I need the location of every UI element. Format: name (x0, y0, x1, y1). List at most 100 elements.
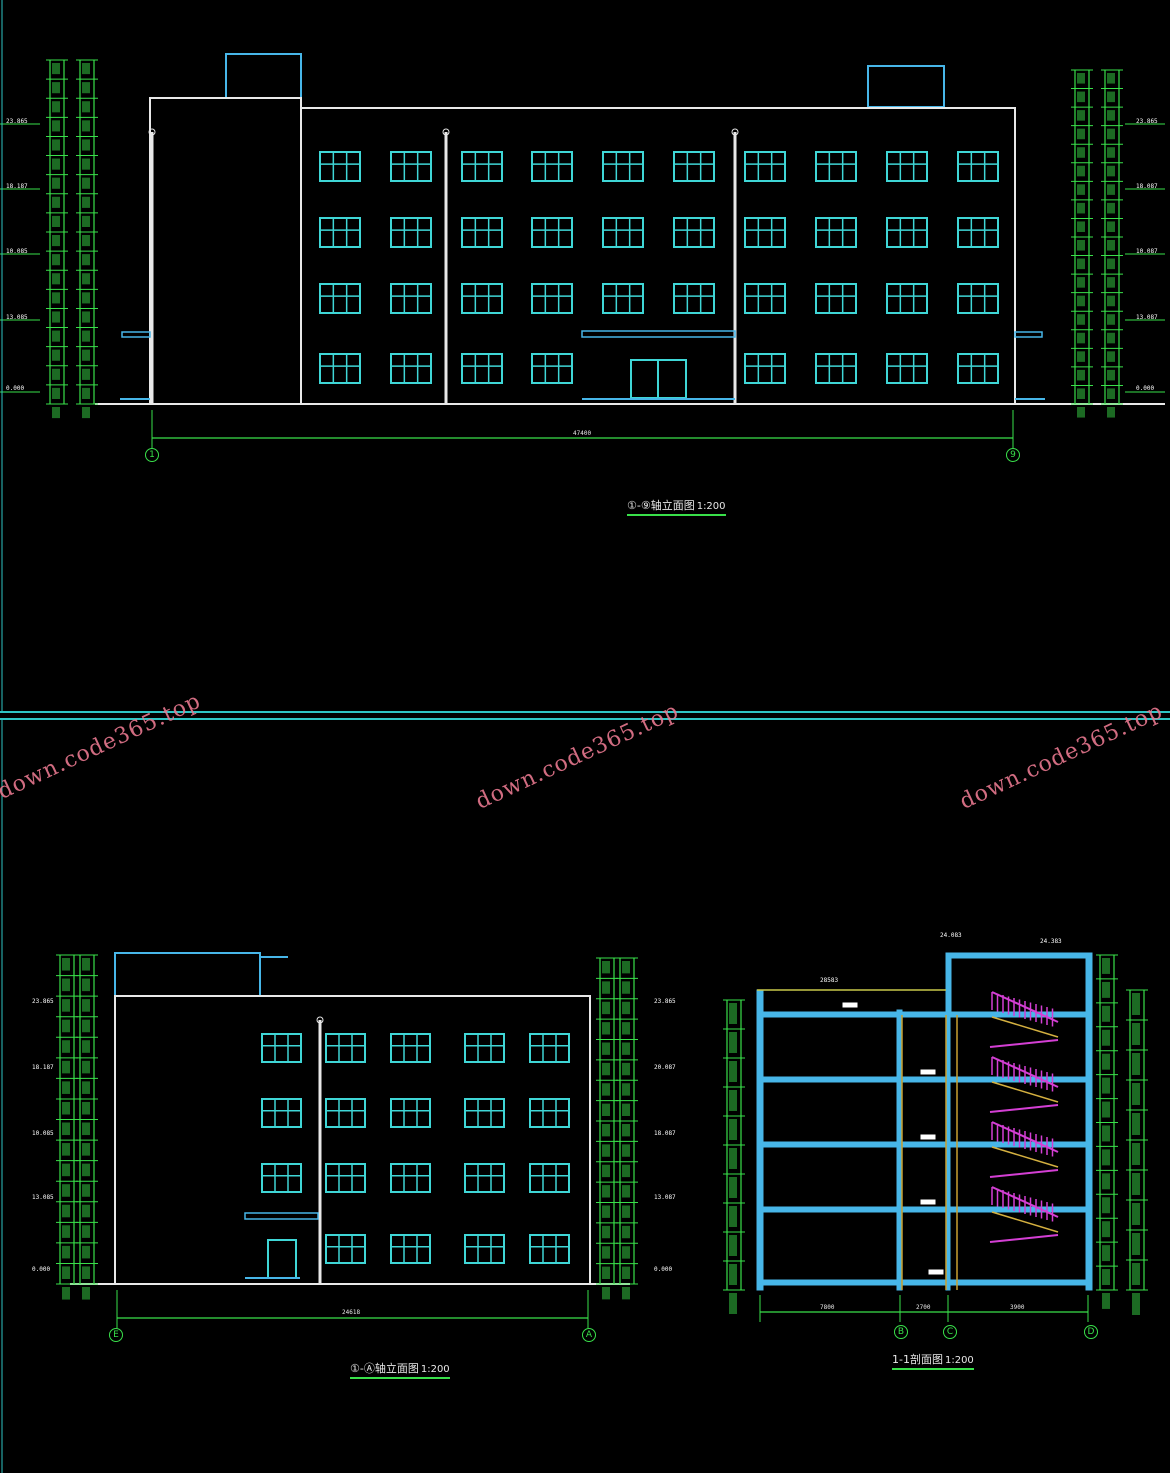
window-frame (319, 217, 361, 248)
dimension-text-mark (729, 1264, 737, 1285)
dimension-text-mark (622, 1103, 630, 1116)
dimension-text-mark (1102, 981, 1110, 998)
dimension-text-mark (602, 1144, 610, 1157)
dimension-text-mark (82, 978, 90, 992)
stair-flight (991, 1016, 1059, 1038)
window (390, 151, 432, 182)
window (815, 151, 857, 182)
dimension-text-mark (729, 1003, 737, 1024)
window (325, 1163, 366, 1193)
floor-slab (756, 1141, 1091, 1148)
window (886, 283, 928, 314)
window (529, 1234, 570, 1264)
dimension-text-mark (52, 215, 60, 227)
window-frame (815, 283, 857, 314)
dimension-text-mark (729, 1177, 737, 1198)
room-label-mark (920, 1069, 936, 1075)
dimension-text-mark (602, 1001, 610, 1015)
dimension-text-mark (602, 981, 610, 994)
entrance-canopy (244, 1212, 319, 1220)
front-elev-right-0: 23.865 (1136, 118, 1158, 125)
window (529, 1163, 570, 1193)
window-frame (531, 217, 573, 248)
stair-flight (991, 1211, 1059, 1233)
section-wall (945, 954, 952, 1016)
axis-bubble-E: E (109, 1328, 123, 1342)
downpipe-head (731, 128, 739, 136)
front-elevation-scale: 1:200 (696, 501, 726, 512)
window-frame (529, 1234, 570, 1264)
dimension-text-mark (1132, 1173, 1140, 1195)
dimension-text-mark (82, 254, 90, 266)
dimension-text-mark (1077, 110, 1085, 121)
dimension-text-mark (602, 1287, 610, 1300)
window-frame (673, 217, 715, 248)
window-frame (815, 353, 857, 384)
window (531, 151, 573, 182)
window-frame (325, 1234, 366, 1264)
window-frame (464, 1163, 505, 1193)
window-frame (325, 1098, 366, 1128)
window (531, 353, 573, 384)
dimension-text-mark (62, 1266, 70, 1279)
dimension-text-mark (1132, 1143, 1140, 1165)
dimension-text-mark (82, 1184, 90, 1197)
window-frame (390, 217, 432, 248)
window-frame (319, 353, 361, 384)
dimension-column (56, 954, 78, 1300)
window (673, 151, 715, 182)
front-elev-left-2: 10.085 (6, 248, 28, 255)
section-bay-2: 3900 (1010, 1304, 1025, 1311)
window-frame (464, 1098, 505, 1128)
axis-bubble-C: C (943, 1325, 957, 1339)
side-elev-left-1: 18.187 (32, 1064, 54, 1071)
dimension-text-mark (1077, 73, 1085, 84)
dimension-text-mark (52, 292, 60, 304)
dimension-text-mark (1107, 91, 1115, 103)
dimension-column (1126, 989, 1148, 1315)
dimension-text-mark (729, 1032, 737, 1053)
dimension-text-mark (1107, 295, 1115, 307)
dimension-text-mark (1107, 332, 1115, 344)
window (390, 1033, 431, 1063)
dimension-text-mark (52, 254, 60, 266)
window (390, 1163, 431, 1193)
dimension-text-mark (602, 1042, 610, 1055)
stair-rail (989, 1039, 1059, 1048)
dimension-text-mark (1077, 277, 1085, 288)
window-frame (602, 283, 644, 314)
dimension-text-mark (1077, 388, 1085, 399)
window (325, 1098, 366, 1128)
dimension-text-mark (1107, 221, 1115, 232)
dimension-text-mark (602, 1266, 610, 1279)
dimension-text-mark (1132, 1023, 1140, 1045)
window-frame (390, 353, 432, 384)
dimension-text-mark (62, 1081, 70, 1094)
dimension-text-mark (62, 1184, 70, 1197)
dimension-text-mark (622, 1144, 630, 1157)
side-elev-left-3: 13.085 (32, 1194, 54, 1201)
window (673, 217, 715, 248)
dimension-text-mark (82, 368, 90, 380)
front-elev-left-4: 0.000 (6, 385, 25, 392)
dimension-text-mark (62, 1019, 70, 1033)
side-elev-right-2: 18.087 (654, 1130, 676, 1137)
dimension-text-mark (52, 349, 60, 361)
dimension-text-mark (52, 63, 60, 75)
dimension-text-mark (1077, 314, 1085, 325)
window (390, 217, 432, 248)
dimension-text-mark (1102, 1077, 1110, 1094)
dimension-text-mark (1107, 258, 1115, 270)
stair-rail (989, 1234, 1059, 1243)
axis-bubble-A: A (582, 1328, 596, 1342)
dimension-text-mark (52, 407, 60, 419)
window (464, 1033, 505, 1063)
dimension-text-mark (82, 273, 90, 285)
front-overall-dimension: 47400 (573, 430, 592, 437)
dimension-column (616, 957, 638, 1300)
side-elev-left-2: 10.085 (32, 1130, 54, 1137)
side-overall-dimension: 24618 (342, 1309, 361, 1316)
window (886, 217, 928, 248)
window-frame (744, 217, 786, 248)
